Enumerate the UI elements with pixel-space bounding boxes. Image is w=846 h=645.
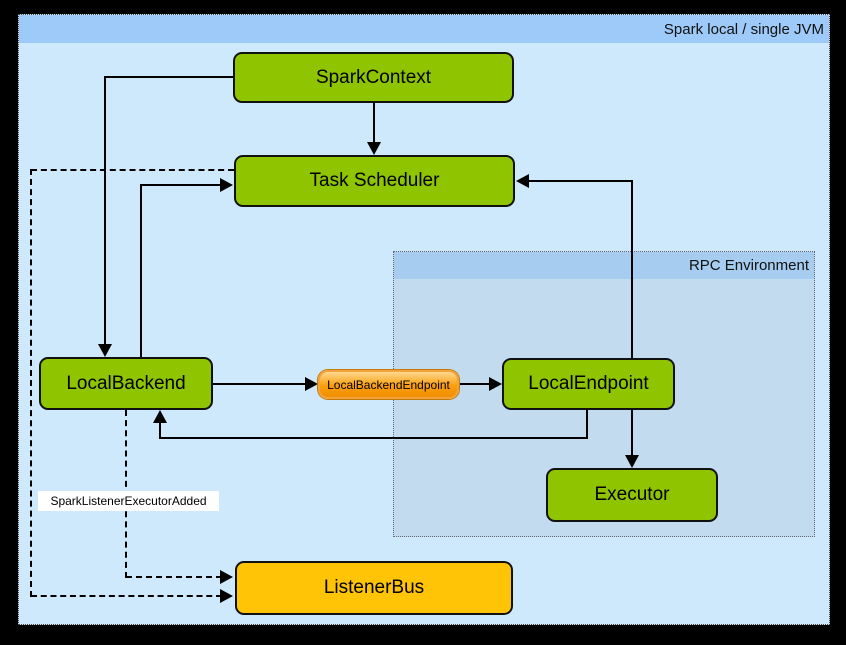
panel-rpc-environment-title: RPC Environment [688, 257, 809, 274]
edge-sparkcontext-taskscheduler-v [373, 103, 375, 145]
arrowhead-into-listenerbus-lower-icon [220, 589, 233, 603]
arrowhead-into-executor-icon [625, 455, 639, 468]
node-sparkcontext: SparkContext [233, 52, 514, 103]
node-localendpoint: LocalEndpoint [502, 358, 675, 410]
panel-spark-local-jvm-title: Spark local / single JVM [663, 20, 824, 38]
node-executor-label: Executor [594, 484, 670, 505]
node-localbackend-label: LocalBackend [66, 372, 186, 394]
node-localbackendendpoint: LocalBackendEndpoint [318, 370, 459, 399]
node-sparkcontext-label: SparkContext [315, 66, 432, 88]
arrowhead-into-localendpoint-icon [489, 377, 502, 391]
edge-taskscheduler-listenerbus-v [30, 169, 32, 597]
edge-localendpoint-taskscheduler-v [631, 180, 633, 358]
edge-localendpoint-taskscheduler-h [528, 180, 633, 182]
arrowhead-into-backendendpoint-icon [305, 377, 318, 391]
edge-localendpoint-localbackend-v1 [586, 410, 588, 439]
panel-rpc-environment-header: RPC Environment [394, 252, 814, 279]
node-executor: Executor [546, 468, 718, 522]
node-taskscheduler: Task Scheduler [234, 155, 515, 207]
node-localbackendendpoint-label: LocalBackendEndpoint [327, 377, 450, 392]
node-localendpoint-label: LocalEndpoint [528, 373, 649, 394]
edge-sparkcontext-localbackend-v [104, 76, 106, 346]
arrowhead-into-localbackend-bottom-icon [153, 410, 167, 423]
node-localbackend: LocalBackend [39, 357, 213, 410]
edge-localbackend-endpoint-h [213, 383, 307, 385]
node-listenerbus-label: ListenerBus [323, 577, 425, 598]
panel-spark-local-jvm-header: Spark local / single JVM [19, 15, 829, 43]
edge-localendpoint-executor-v [631, 410, 633, 458]
node-taskscheduler-label: Task Scheduler [309, 170, 440, 191]
arrowhead-into-taskscheduler-left-icon [220, 178, 233, 192]
arrowhead-into-localbackend-top-icon [98, 344, 112, 357]
arrowhead-into-taskscheduler-top-icon [367, 142, 381, 155]
edge-taskscheduler-listenerbus-h1 [31, 169, 234, 171]
edge-localendpoint-localbackend-v2 [159, 420, 161, 439]
edge-sparkcontext-localbackend-h [105, 76, 233, 78]
edge-localbackend-listenerbus-h [126, 576, 222, 578]
edge-taskscheduler-listenerbus-h2 [31, 595, 222, 597]
edge-endpoint-localendpoint-h [460, 383, 490, 385]
edge-localendpoint-localbackend-h [159, 437, 588, 439]
node-listenerbus: ListenerBus [235, 561, 513, 615]
edge-localbackend-taskscheduler-v [140, 184, 142, 357]
panel-rpc-environment: RPC Environment [393, 251, 815, 537]
arrowhead-into-taskscheduler-right-icon [516, 174, 529, 188]
edge-localbackend-taskscheduler-h [140, 184, 222, 186]
edge-label-sparklistenerexecutoradded: SparkListenerExecutorAdded [38, 491, 219, 511]
arrowhead-into-listenerbus-upper-icon [220, 570, 233, 584]
